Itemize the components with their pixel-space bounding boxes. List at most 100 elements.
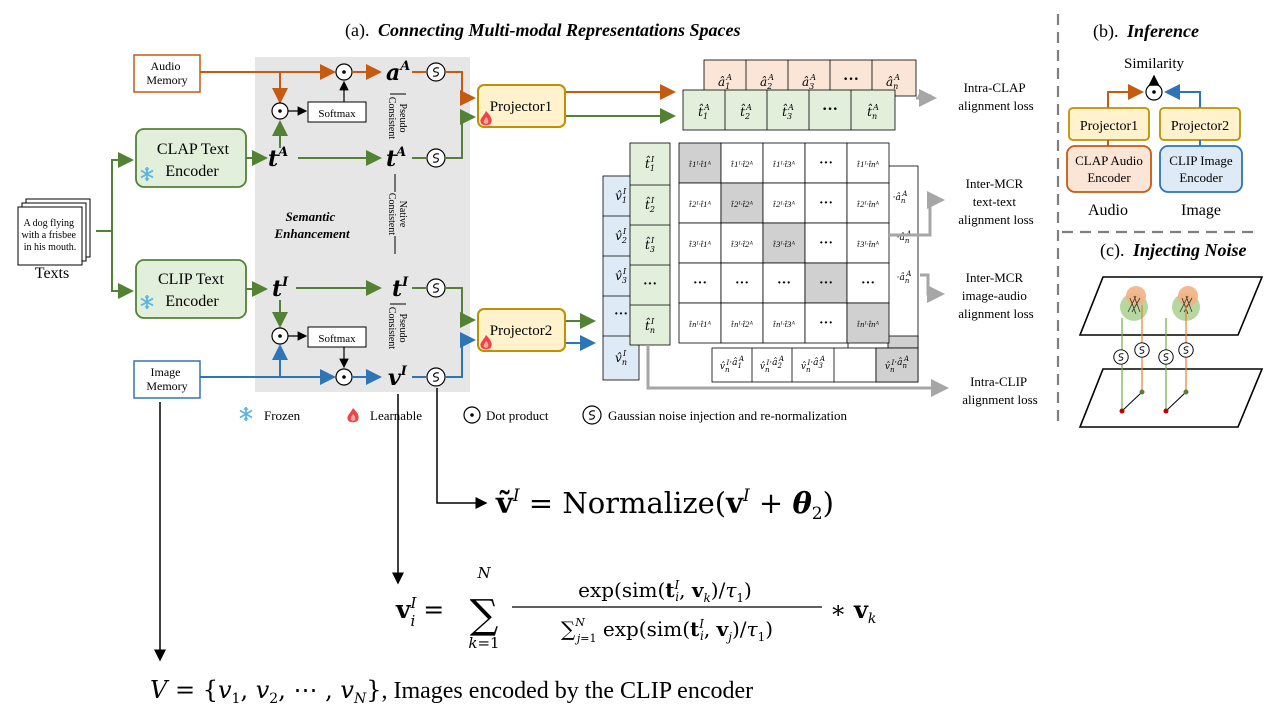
svg-text:∑: ∑ (470, 592, 499, 638)
svg-text:v̂nI·ânA: v̂nI·ânA (885, 355, 909, 374)
matrix-cell-label: t̂ 2ᴵ·t̂nᴬ (857, 199, 880, 209)
matrix-cell-label: ··· (819, 156, 833, 171)
matrix-cell (846, 142, 890, 184)
matrix-cell (762, 262, 806, 304)
texts-input: A dog flying with a frisbee in his mouth… (17, 198, 91, 266)
dot-product-icon (335, 63, 353, 81)
text-embedding-column: t̂1I t̂2I t̂3I ··· t̂nI (629, 142, 671, 346)
inter-ia-loss-label: Inter-MCR image-audio alignment loss (958, 270, 1033, 321)
intra-clip-loss-label: Intra-CLIP alignment loss (962, 374, 1037, 407)
noise-icon (426, 278, 446, 298)
svg-text:Encoder: Encoder (1179, 170, 1223, 185)
matrix-cell (720, 142, 764, 184)
noise-icon (582, 405, 602, 425)
svg-text:t̂1A: t̂1A (698, 102, 710, 121)
matrix-cell-label: ··· (819, 276, 833, 291)
svg-text:Native: Native (397, 201, 408, 228)
svg-text:Projector1: Projector1 (490, 99, 552, 115)
svg-text:N: N (476, 564, 491, 582)
texts-label: Texts (35, 265, 69, 282)
svg-text:â1A: â1A (718, 73, 732, 91)
matrix-cell-diagonal (762, 222, 806, 264)
svg-text:t̂nI: t̂nI (645, 316, 655, 335)
matrix-cell-label: t̂ nᴵ·t̂nᴬ (857, 319, 880, 329)
matrix-cell-diagonal (678, 142, 722, 184)
matrix-cell (762, 302, 806, 344)
matrix-cell-label: ··· (735, 276, 749, 291)
svg-text:v̂3I: v̂3I (615, 267, 627, 285)
matrix-cell (846, 262, 890, 304)
memory-set-equation: V = {v1, v2, ⋯ , vN}, Images encoded by … (150, 676, 753, 707)
matrix-cell-label: t̂ nᴵ·t̂3ᴬ (773, 319, 796, 329)
normalize-equation: ṽI = Normalize(vI + θ2) (495, 486, 834, 524)
svg-text:v̂2I: v̂2I (615, 227, 627, 245)
svg-text:Softmax: Softmax (318, 108, 356, 120)
svg-text:v̂nI·â3A: v̂nI·â3A (801, 355, 825, 374)
noise-space-illustration (1078, 276, 1264, 428)
matrix-cell-label: t̂ 3ᴵ·t̂3ᴬ (773, 239, 796, 249)
matrix-cell-diagonal (846, 302, 890, 344)
svg-text:Projector2: Projector2 (490, 323, 552, 339)
legend-noise: Gaussian noise injection and re-normaliz… (608, 408, 847, 423)
svg-text:A dog flying with a fris: A dog flying with a frisbee in his mouth… (22, 218, 79, 253)
matrix-cell-label: t̂ 2ᴵ·t̂1ᴬ (689, 199, 712, 209)
inference-projector2: Projector2 (1159, 107, 1241, 141)
svg-text:Projector2: Projector2 (1171, 119, 1229, 134)
learnable-flame-icon (347, 408, 359, 423)
svg-text:∗ vk: ∗ vk (830, 595, 876, 627)
noise-icon (426, 148, 446, 168)
svg-text:CLIP Image: CLIP Image (1169, 153, 1233, 168)
svg-text:Encoder: Encoder (1087, 170, 1131, 185)
dot-product-icon (1145, 83, 1163, 101)
matrix-cell-label: t̂ 3ᴵ·t̂1ᴬ (689, 239, 712, 249)
dot-product-icon (463, 406, 481, 424)
svg-text:Consistent: Consistent (386, 307, 397, 349)
panel-a-title: (a). Connecting Multi-modal Representati… (345, 20, 741, 41)
matrix-cell-label: ··· (861, 276, 875, 291)
svg-text:â3A: â3A (802, 73, 816, 91)
matrix-cell (678, 222, 722, 264)
matrix-cell-label: ··· (819, 316, 833, 331)
legend-learnable: Learnable (370, 408, 422, 423)
svg-text:Consistent: Consistent (386, 193, 397, 235)
frozen-snowflake-icon (239, 406, 253, 422)
svg-text:v̂1I: v̂1I (615, 187, 627, 205)
svg-text:k=1: k=1 (468, 634, 499, 652)
semantic-enhancement-label: Semantic Enhancement (273, 209, 350, 241)
svg-text:Projector1: Projector1 (1080, 119, 1138, 134)
matrix-cell (720, 302, 764, 344)
svg-text:â2A: â2A (760, 73, 774, 91)
panel-b-title: (b). Inference (1093, 21, 1199, 42)
matrix-cell-label: t̂ 1ᴵ·t̂2ᴬ (731, 159, 754, 169)
svg-text:···: ··· (822, 101, 838, 118)
noise-icon (426, 62, 446, 82)
svg-text:t̂3A: t̂3A (782, 102, 794, 121)
svg-text:CLIP Text: CLIP Text (158, 271, 225, 288)
clap-audio-encoder: CLAP Audio Encoder (1066, 145, 1152, 193)
inference-projector1: Projector1 (1068, 107, 1150, 141)
dot-product-icon (271, 327, 289, 345)
svg-text:ânA: ânA (886, 73, 900, 91)
svg-text:v̂nI·â1A: v̂nI·â1A (720, 355, 744, 374)
a-A-symbol: aA (386, 59, 410, 86)
svg-text:···: ··· (614, 307, 628, 322)
svg-text:∑Nj=1 exp(sim(tIi, vj)/τ1): ∑Nj=1 exp(sim(tIi, vj)/τ1) (561, 616, 773, 645)
svg-text:·ânA: ·ânA (897, 270, 912, 285)
intra-clap-loss-label: Intra-CLAP alignment loss (958, 80, 1033, 113)
matrix-cell (678, 182, 722, 224)
matrix-cell-label: t̂ 1ᴵ·t̂3ᴬ (773, 159, 796, 169)
svg-text:vIi =: vIi = (395, 594, 444, 630)
inter-tt-loss-label: Inter-MCR text-text alignment loss (958, 176, 1033, 227)
svg-text:t̂1I: t̂1I (645, 154, 655, 173)
projector2-box: Projector2 (477, 308, 566, 352)
noise-icon (426, 367, 446, 387)
image-input-label: Image (1181, 202, 1221, 219)
projector1-box: Projector1 (477, 84, 566, 128)
audio-memory-box: Audio Memory (133, 54, 201, 93)
svg-text:v̂nI: v̂nI (615, 349, 627, 367)
matrix-cell-label: t̂ 2ᴵ·t̂3ᴬ (773, 199, 796, 209)
panel-c-title: (c). Injecting Noise (1100, 240, 1247, 261)
dot-product-icon (271, 102, 289, 120)
